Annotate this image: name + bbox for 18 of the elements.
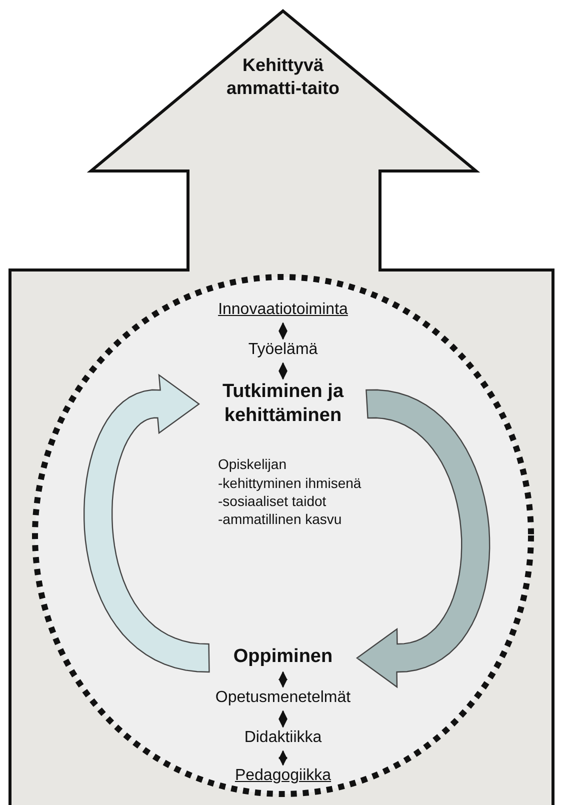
list-text: -kehittyminen ihmisenä -sosiaaliset taidot -ammatillinen kasvu: [218, 474, 362, 528]
double-arrow: [278, 710, 288, 728]
double-arrow: [278, 671, 288, 688]
label-text: Työelämä: [248, 340, 318, 360]
label-text: Pedagogiikka: [234, 766, 332, 786]
heading-text: Kehittyvä ammatti-taito: [225, 54, 340, 100]
double-arrow: [278, 322, 288, 340]
curved-block-arrow: [84, 374, 210, 673]
double-arrow: [278, 362, 288, 380]
heading-text: Oppiminen: [233, 645, 333, 669]
heading-text: Opiskelijan: [218, 455, 286, 473]
label-text: Didaktiikka: [244, 728, 322, 748]
label-text: Innovaatiotoiminta: [218, 300, 348, 320]
up-arrow-shape: [8, 8, 555, 805]
heading-text: Tutkiminen ja kehittäminen: [221, 380, 345, 428]
curved-block-arrow: [356, 389, 490, 688]
double-arrow: [278, 750, 288, 766]
label-text: Opetusmenetelmät: [215, 688, 351, 708]
